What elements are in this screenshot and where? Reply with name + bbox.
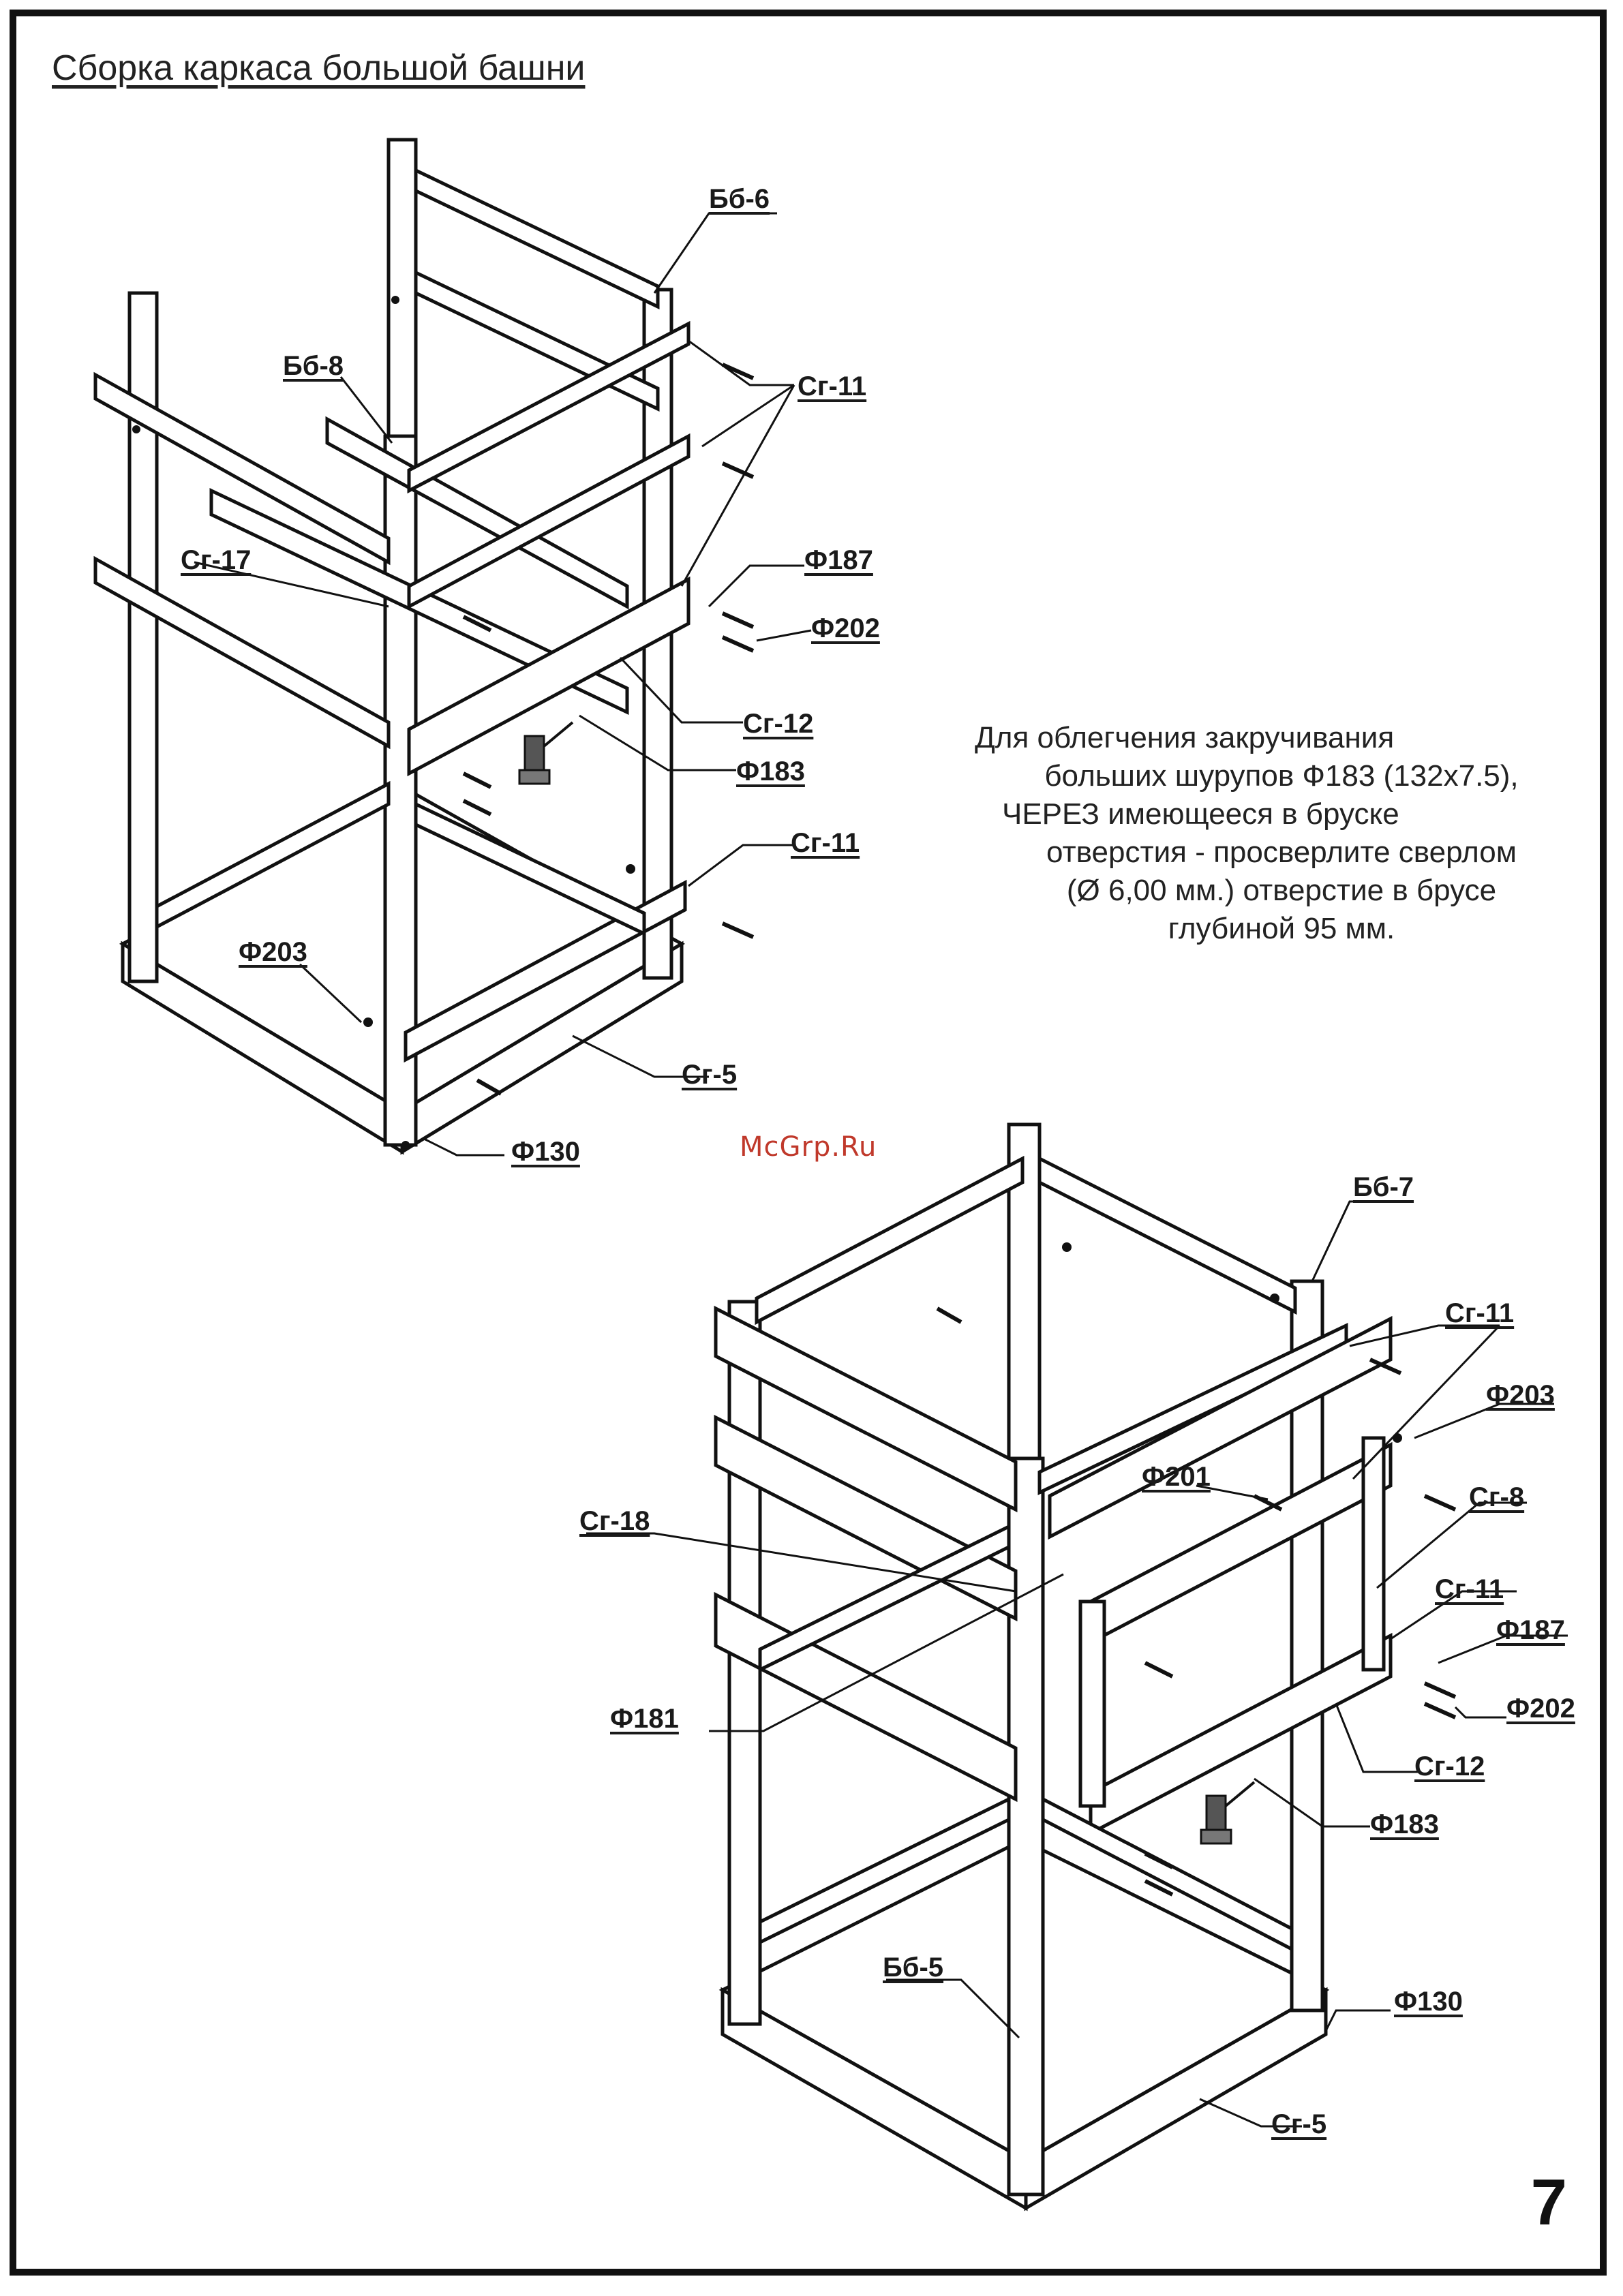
page-title: Сборка каркаса большой башни [52,48,586,88]
label-f130-top: Ф130 [511,1137,580,1167]
drilling-note: Для облегчения закручивания больших шуру… [934,719,1623,948]
label-sg8: Сг-8 [1469,1482,1525,1512]
label-bb8: Бб-8 [283,351,344,381]
label-sg12-top: Сг-12 [743,709,814,739]
label-f202-bottom: Ф202 [1506,1694,1575,1724]
label-sg17: Сг-17 [181,545,252,575]
page-number: 7 [1530,2166,1567,2239]
page-border [10,10,1607,2276]
label-f203-bottom: Ф203 [1486,1380,1555,1410]
label-f201: Ф201 [1142,1462,1211,1492]
label-f187-top: Ф187 [804,545,873,575]
drill-icon-2 [1200,1781,1256,1845]
note-line: глубиной 95 мм. [1168,912,1395,945]
note-line: Для облегчения закручивания [975,721,1395,754]
label-bb7: Бб-7 [1353,1172,1414,1202]
label-f187-bottom: Ф187 [1496,1615,1565,1645]
note-line: (Ø 6,00 мм.) отверстие в брусе [1066,874,1497,907]
label-bb6: Бб-6 [709,184,770,214]
note-line: ЧЕРЕЗ имеющееся в бруске [1002,797,1399,831]
label-f181: Ф181 [610,1704,679,1734]
note-line: больших шурупов Ф183 (132х7.5), [1044,759,1519,793]
label-f183-bottom: Ф183 [1370,1809,1439,1839]
label-sg5-bottom: Сг-5 [1271,2109,1327,2139]
label-bb5: Бб-5 [883,1953,944,1983]
label-sg11-bottom-lower: Сг-11 [1435,1574,1504,1604]
label-sg18: Сг-18 [579,1506,650,1536]
label-sg11-bottom: Сг-11 [1445,1298,1515,1328]
label-f202-top: Ф202 [811,613,880,643]
drill-icon [518,721,574,785]
note-line: отверстия - просверлите сверлом [1046,836,1517,869]
label-f183-top: Ф183 [736,756,805,786]
watermark: McGrp.Ru [740,1131,877,1163]
label-sg5-top: Сг-5 [682,1060,738,1090]
label-f130-bottom: Ф130 [1394,1987,1463,2017]
top-tower-figure [93,138,812,1157]
label-sg12-bottom: Сг-12 [1414,1751,1485,1781]
label-sg11-top: Сг-11 [798,371,867,401]
bottom-tower-figure [586,1122,1568,2211]
label-sg11-top-lower: Сг-11 [791,828,860,858]
label-f203-top: Ф203 [239,937,307,967]
